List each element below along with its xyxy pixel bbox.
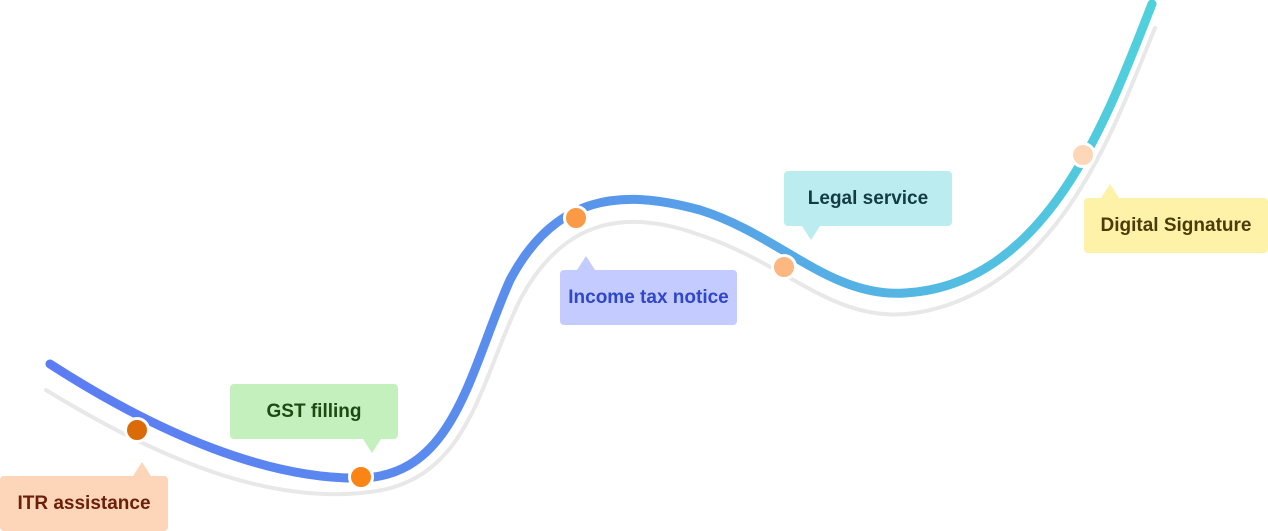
tag-pointer (133, 462, 151, 476)
milestone-label: Legal service (807, 187, 929, 209)
milestone-label: ITR assistance (17, 492, 151, 514)
milestone-label: GST filling (266, 400, 362, 422)
milestone-label: Income tax notice (568, 286, 729, 308)
milestone-tag-gst-filling[interactable]: GST filling (230, 384, 398, 453)
milestone-dot-gst[interactable] (348, 464, 374, 490)
roadmap-curve (45, 0, 1157, 483)
milestone-dot-income-tax-notice[interactable] (563, 205, 589, 231)
tag-pointer (363, 439, 381, 453)
tag-pointer (577, 256, 595, 270)
tag-pointer (1101, 184, 1119, 198)
milestone-dot-legal-service[interactable] (771, 254, 797, 280)
milestone-dot-itr[interactable] (124, 417, 150, 443)
milestone-tag-income-tax-notice[interactable]: Income tax notice (560, 256, 737, 325)
tag-pointer (802, 226, 820, 240)
milestone-tag-digital-signature[interactable]: Digital Signature (1084, 184, 1268, 253)
milestone-label: Digital Signature (1100, 214, 1252, 236)
milestone-tag-legal-service[interactable]: Legal service (784, 171, 952, 240)
milestone-dot-digital-signature[interactable] (1070, 142, 1096, 168)
milestone-tag-itr-assistance[interactable]: ITR assistance (0, 462, 168, 531)
roadmap-curve-shadow (44, 26, 1157, 497)
